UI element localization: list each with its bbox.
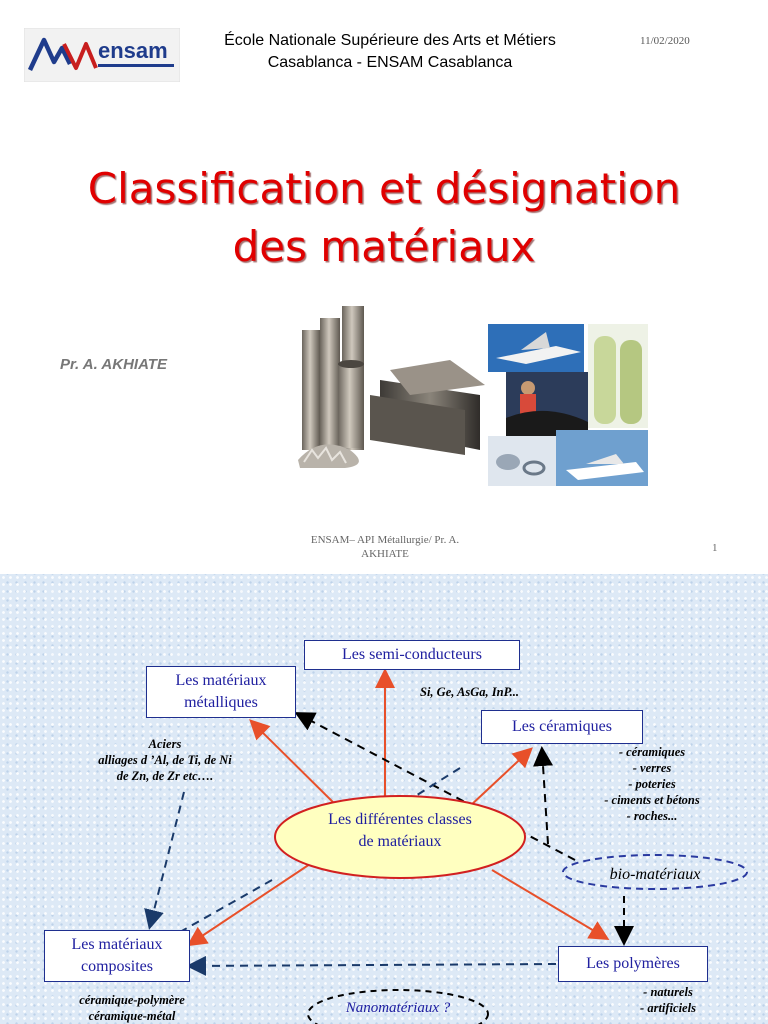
ceramiques-note: - céramiques - verres - poteries - cimen… (582, 744, 722, 824)
metalliques-note-1: Aciers (60, 736, 270, 752)
polymeres-note-2: - artificiels (618, 1000, 718, 1016)
composites-note: céramique-polymère céramique-métal (50, 992, 214, 1024)
ceramiques-note-4: - ciments et bétons (582, 792, 722, 808)
school-line-2: Casablanca - ENSAM Casablanca (180, 52, 600, 74)
center-line-2: de matériaux (275, 831, 525, 853)
dashed-bio-to-ceramiques (542, 750, 548, 844)
footer-line-2: AKHIATE (250, 547, 520, 561)
composites-box: Les matériaux composites (44, 930, 190, 982)
nanomateriaux-label: Nanomatériaux ? (308, 988, 488, 1024)
semiconducteurs-box: Les semi-conducteurs (304, 640, 520, 670)
footer-line-1: ENSAM– API Métallurgie/ Pr. A. (250, 533, 520, 547)
metalliques-line-2: métalliques (147, 692, 295, 714)
composites-line-2: composites (45, 956, 189, 978)
title-line-1: Classification et désignation (0, 160, 768, 218)
ensam-logo: ensam (24, 28, 180, 82)
metalliques-box: Les matériaux métalliques (146, 666, 296, 718)
title-line-2: des matériaux (0, 218, 768, 276)
logo-text: ensam (98, 38, 168, 63)
metalliques-note-3: de Zn, de Zr etc…. (60, 768, 270, 784)
composites-note-2: céramique-métal (50, 1008, 214, 1024)
semiconducteurs-note: Si, Ge, AsGa, InP... (420, 684, 519, 700)
ceramiques-note-5: - roches... (582, 808, 722, 824)
bio-materiaux-label: bio-matériaux (562, 858, 748, 892)
dashed-center-to-composites (180, 880, 272, 932)
center-line-1: Les différentes classes (275, 809, 525, 831)
composites-note-1: céramique-polymère (50, 992, 214, 1008)
metal-pipes-image (290, 300, 485, 470)
school-name: École Nationale Supérieure des Arts et M… (180, 30, 600, 74)
polymeres-note: - naturels - artificiels (618, 984, 718, 1016)
title-slide: ensam École Nationale Supérieure des Art… (0, 0, 768, 572)
metalliques-line-1: Les matériaux (147, 670, 295, 692)
materials-diagram-slide: Les différentes classes de matériaux Les… (0, 574, 768, 1024)
school-line-1: École Nationale Supérieure des Arts et M… (180, 30, 600, 52)
slide-title: Classification et désignation des matéri… (0, 160, 768, 276)
polymeres-note-1: - naturels (618, 984, 718, 1000)
metalliques-note-2: alliages d ’Al, de Ti, de Ni (60, 752, 270, 768)
ceramiques-note-3: - poteries (582, 776, 722, 792)
author-name: Pr. A. AKHIATE (60, 356, 167, 373)
composites-line-1: Les matériaux (45, 934, 189, 956)
slide-date: 11/02/2020 (640, 35, 740, 47)
metalliques-note: Aciers alliages d ’Al, de Ti, de Ni de Z… (60, 736, 270, 784)
ceramiques-box: Les céramiques (481, 710, 643, 744)
polymeres-box: Les polymères (558, 946, 708, 982)
dashed-metalliques-to-composites (150, 792, 184, 926)
dashed-polymeres-to-composites (190, 964, 556, 966)
page-number: 1 (712, 542, 718, 554)
center-classes-label: Les différentes classes de matériaux (275, 796, 525, 878)
ceramiques-note-2: - verres (582, 760, 722, 776)
ceramiques-note-1: - céramiques (582, 744, 722, 760)
materials-collage-image (486, 322, 650, 488)
slide-footer: ENSAM– API Métallurgie/ Pr. A. AKHIATE (250, 533, 520, 561)
